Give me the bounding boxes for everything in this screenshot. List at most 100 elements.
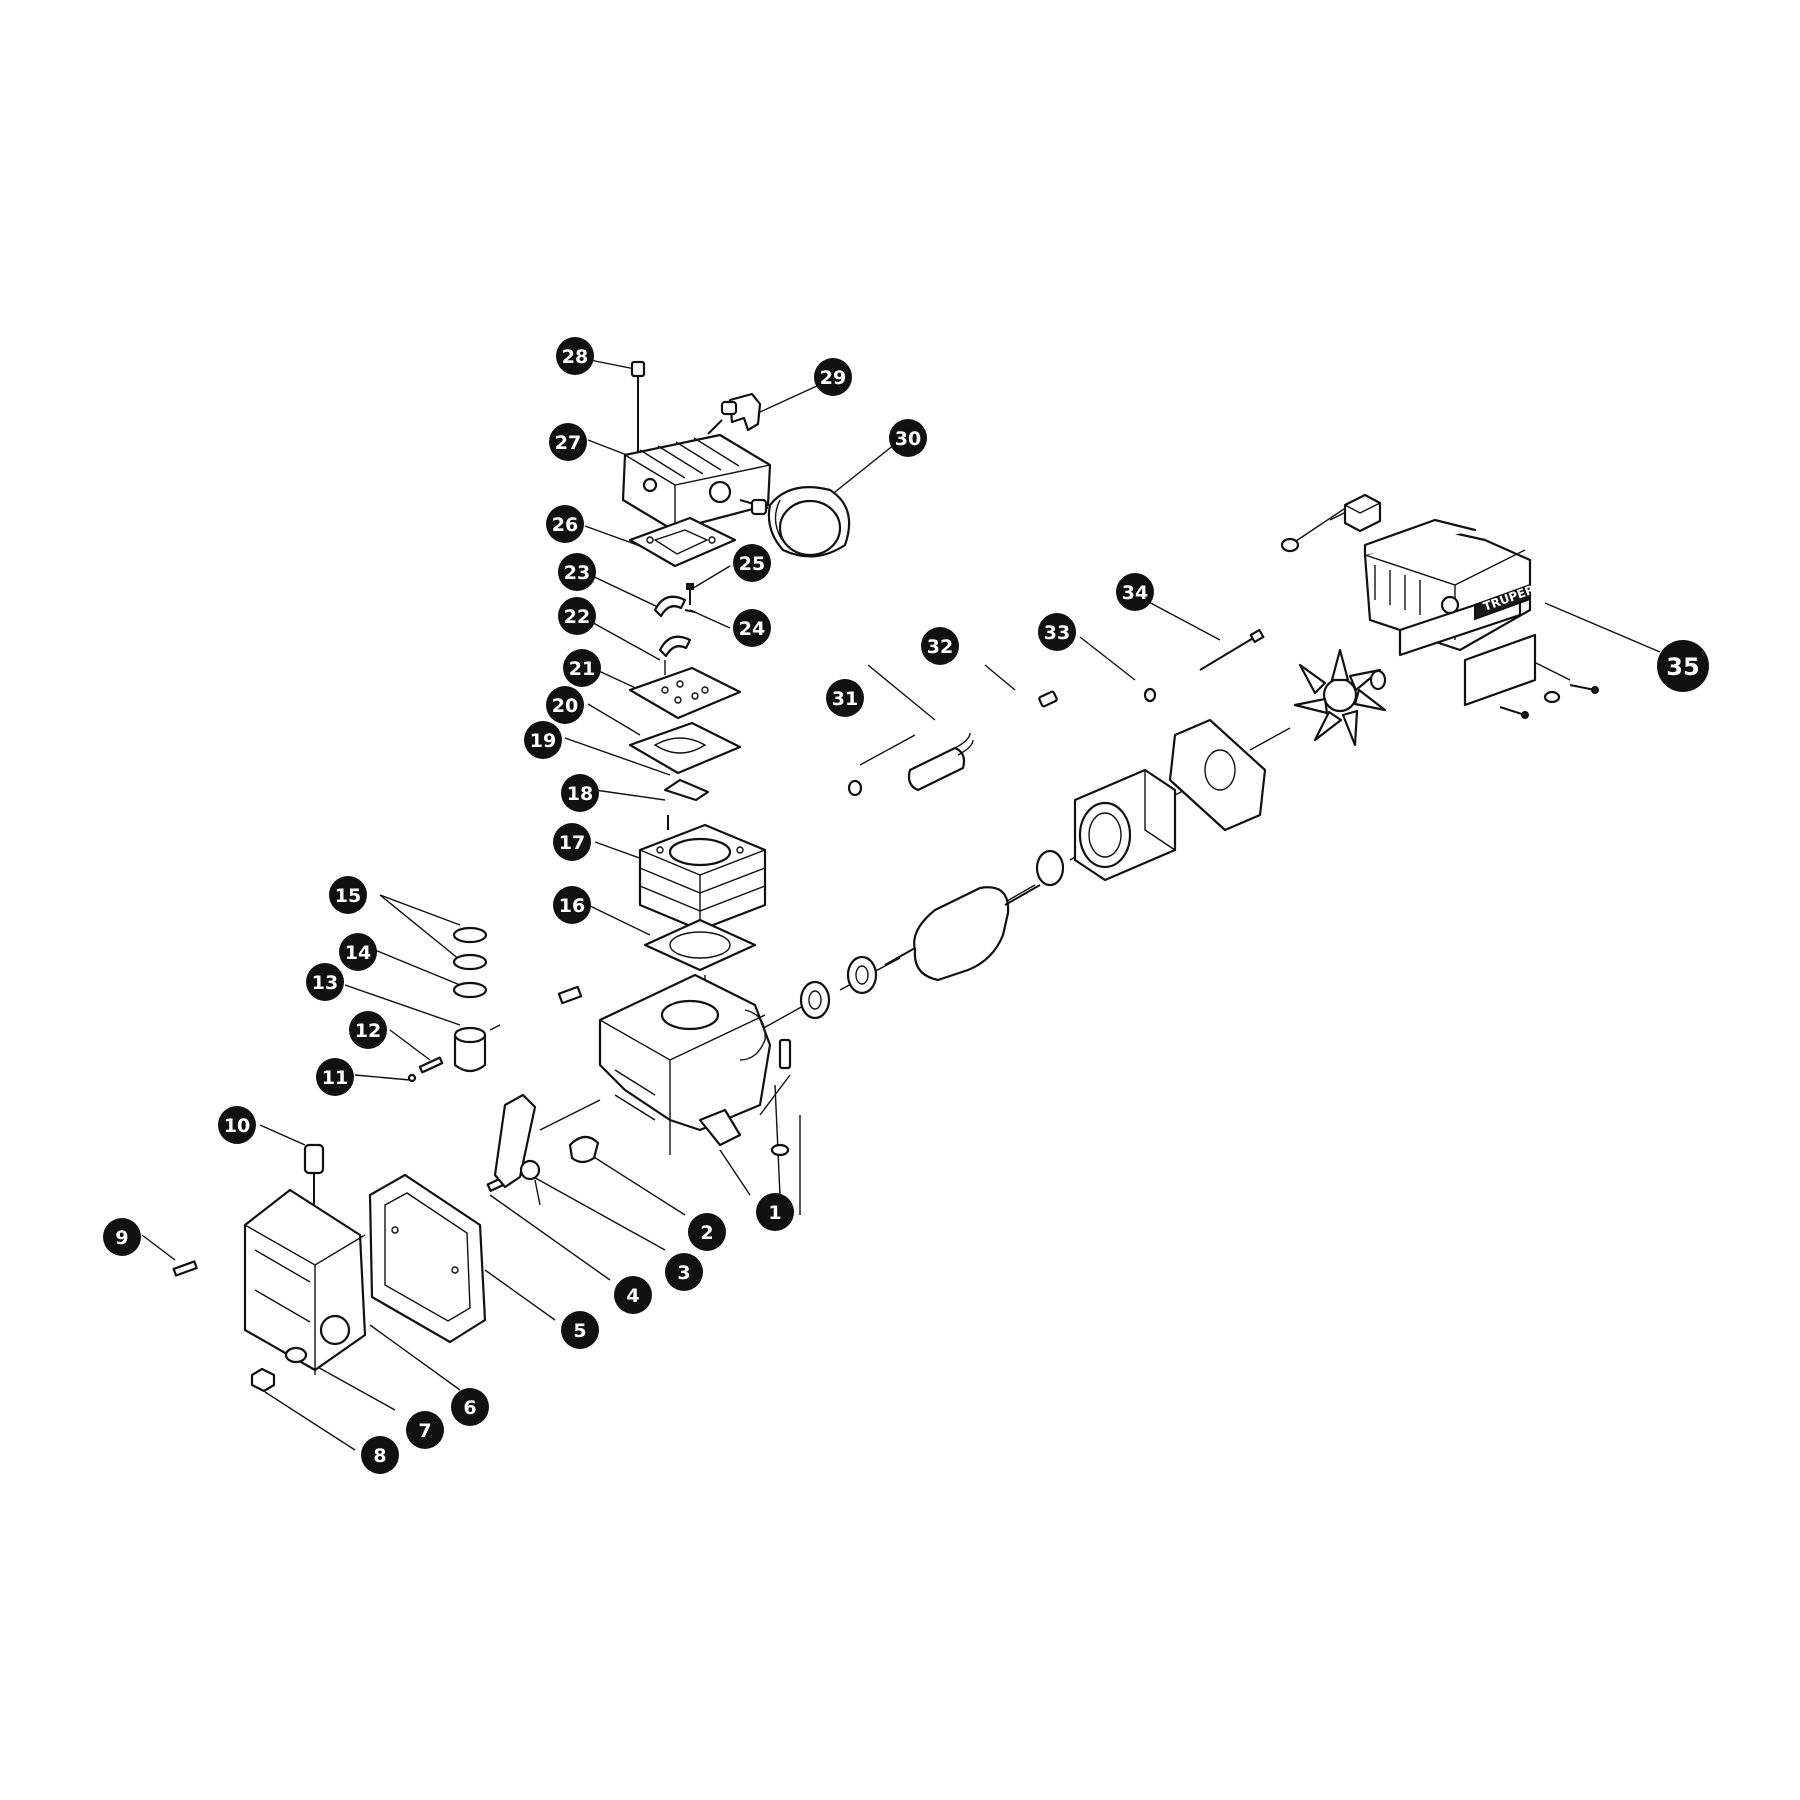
- callout-number: 27: [555, 432, 581, 454]
- callout-31: 31: [826, 679, 864, 717]
- callout-number: 28: [562, 346, 588, 368]
- callout-number: 10: [224, 1115, 250, 1137]
- callout-20: 20: [546, 686, 584, 724]
- part-20-gasket: [628, 721, 742, 775]
- part-switch-nut: [1280, 537, 1300, 553]
- part-19-reed-clip: [663, 778, 710, 802]
- callout-number: 26: [552, 514, 578, 536]
- callout-number: 9: [115, 1227, 128, 1249]
- callout-8: 8: [361, 1436, 399, 1474]
- callout-circle: [451, 1388, 489, 1426]
- part-8-drain-plug: [250, 1367, 276, 1393]
- callout-number: 4: [626, 1285, 639, 1307]
- callout-circle: [306, 963, 344, 1001]
- callout-circle: [546, 686, 584, 724]
- callout-9: 9: [103, 1218, 141, 1256]
- part-17-cylinder: [638, 823, 767, 932]
- callout-circle: [921, 627, 959, 665]
- callout-13: 13: [306, 963, 344, 1001]
- callout-number: 21: [569, 658, 595, 680]
- part-shroud-screw-2: [1569, 684, 1599, 694]
- callout-12: 12: [349, 1011, 387, 1049]
- part-27-cylinder-head: [621, 433, 772, 532]
- part-24-washer: [684, 609, 696, 613]
- callout-circle: [1657, 640, 1709, 692]
- callout-10: 10: [218, 1106, 256, 1144]
- part-9-screw: [172, 1260, 198, 1277]
- callout-circle: [558, 553, 596, 591]
- part-bearing-rear: [846, 955, 878, 995]
- callout-number: 2: [700, 1222, 713, 1244]
- part-6-crankcase-cover: [243, 1188, 367, 1375]
- callout-circle: [733, 609, 771, 647]
- callout-circle: [218, 1106, 256, 1144]
- callout-34: 34: [1116, 573, 1154, 611]
- callout-circle: [546, 505, 584, 543]
- callout-circle: [561, 774, 599, 812]
- callout-number: 14: [345, 942, 371, 964]
- callout-30: 30: [889, 419, 927, 457]
- part-shroud-washer: [1543, 690, 1561, 704]
- callout-circle: [1038, 613, 1076, 651]
- part-13-piston: [453, 1024, 501, 1073]
- callout-number: 25: [739, 553, 765, 575]
- callout-number: 29: [820, 367, 846, 389]
- callout-26: 26: [546, 505, 584, 543]
- callout-circle: [329, 876, 367, 914]
- callout-number: 18: [567, 783, 593, 805]
- callout-circle: [553, 823, 591, 861]
- callout-number: 17: [559, 832, 585, 854]
- callout-3: 3: [665, 1253, 703, 1291]
- callout-28: 28: [556, 337, 594, 375]
- part-33-o-ring: [1143, 687, 1157, 703]
- callout-number: 34: [1122, 582, 1148, 604]
- part-12-piston-pin: [418, 1056, 444, 1074]
- callout-number: 3: [677, 1262, 690, 1284]
- part-11-clip: [407, 1073, 417, 1083]
- callout-33: 33: [1038, 613, 1076, 651]
- callout-number: 33: [1044, 622, 1070, 644]
- callout-7: 7: [406, 1411, 444, 1449]
- leader-lines: [141, 357, 1661, 1451]
- callout-number: 1: [768, 1202, 781, 1224]
- callout-number: 23: [564, 562, 590, 584]
- callout-number: 20: [552, 695, 578, 717]
- callout-number: 19: [530, 730, 556, 752]
- callout-1: 1: [756, 1193, 794, 1231]
- part-15-piston-ring: [452, 926, 488, 944]
- part-pressure-switch: [1343, 493, 1382, 533]
- callout-circle: [665, 1253, 703, 1291]
- callout-number: 35: [1666, 653, 1699, 681]
- callout-circle: [524, 721, 562, 759]
- callout-15: 15: [329, 876, 367, 914]
- callout-circle: [688, 1213, 726, 1251]
- part-29-elbow-fitting: [707, 392, 762, 435]
- part-26-gasket: [628, 516, 737, 568]
- callout-24: 24: [733, 609, 771, 647]
- callout-32: 32: [921, 627, 959, 665]
- callout-circle: [733, 544, 771, 582]
- callout-number: 16: [559, 895, 585, 917]
- callout-circle: [558, 597, 596, 635]
- part-32-fitting: [1038, 690, 1058, 708]
- part-rotor: [884, 884, 1041, 982]
- part-35-shroud: TRUPER: [1363, 518, 1536, 707]
- callout-35: 35: [1657, 640, 1709, 692]
- callout-circle: [339, 933, 377, 971]
- parts-group: TRUPER: [172, 360, 1599, 1393]
- part-21-valve-plate: [628, 666, 742, 720]
- callout-circle: [553, 886, 591, 924]
- callout-circle: [349, 1011, 387, 1049]
- callout-number: 8: [373, 1445, 386, 1467]
- part-31-capacitor: [847, 732, 974, 797]
- part-25-screw: [686, 583, 694, 605]
- part-motor-end-cover: [1168, 718, 1267, 832]
- part-fan-washer: [1369, 669, 1387, 691]
- callout-2: 2: [688, 1213, 726, 1251]
- callout-14: 14: [339, 933, 377, 971]
- part-34-tie-rod: [1199, 628, 1265, 671]
- part-30-air-filter: [739, 486, 851, 558]
- callout-number: 30: [895, 428, 921, 450]
- callout-23: 23: [558, 553, 596, 591]
- callout-4: 4: [614, 1276, 652, 1314]
